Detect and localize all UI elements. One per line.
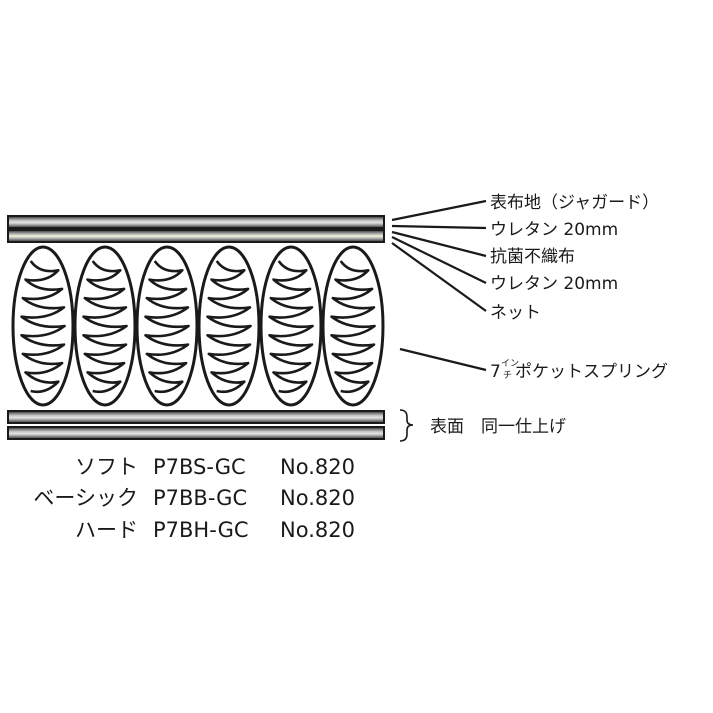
leader-line-net: [391, 242, 487, 312]
leader-line-urethane-1: [391, 224, 487, 230]
pocket-spring: [259, 245, 323, 407]
spring-coil: [144, 260, 190, 394]
leader-line-spring: [399, 347, 487, 372]
pocket-spring: [73, 245, 137, 407]
model-code: P7BH-GC: [153, 518, 249, 542]
pocket-spring: [11, 245, 75, 407]
pocket-spring: [135, 245, 199, 407]
pocket-spring: [197, 245, 261, 407]
model-name: ハード: [75, 518, 138, 542]
pocket-spring: [321, 245, 385, 407]
label-surface-finish: 表面 同一仕上げ: [430, 417, 566, 437]
spring-label-rest: ポケットスプリング: [515, 362, 668, 382]
bottom-panel-upper: [7, 410, 385, 424]
model-number: No.820: [280, 518, 355, 542]
model-name: ベーシック: [33, 486, 138, 510]
bottom-layer-stack: [7, 410, 385, 440]
spring-label-small-top: イン: [501, 359, 519, 369]
model-list: ソフト P7BS-GC No.820 ベーシック P7BB-GC No.820 …: [33, 455, 355, 542]
model-code: P7BB-GC: [153, 486, 247, 510]
model-code: P7BS-GC: [153, 455, 246, 479]
model-number: No.820: [280, 455, 355, 479]
label-urethane-2: ウレタン 20mm: [490, 274, 618, 294]
model-number: No.820: [280, 486, 355, 510]
model-row: ソフト P7BS-GC No.820: [75, 455, 355, 479]
spring-label-lead: 7: [490, 362, 501, 382]
label-net: ネット: [490, 303, 541, 323]
model-row: ハード P7BH-GC No.820: [75, 518, 355, 542]
pocket-spring-row: [11, 245, 385, 407]
label-nonwoven: 抗菌不織布: [490, 247, 575, 267]
spring-coil: [206, 260, 252, 394]
label-urethane-1: ウレタン 20mm: [490, 220, 618, 240]
spring-label-small-bottom: チ: [503, 370, 512, 381]
leader-line-nonwoven: [391, 230, 487, 258]
model-name: ソフト: [75, 455, 138, 479]
leader-lines: [391, 199, 487, 372]
top-layer-stack: [7, 215, 385, 243]
model-row: ベーシック P7BB-GC No.820: [33, 486, 355, 510]
layer-labels: 表布地（ジャガード） ウレタン 20mm 抗菌不織布 ウレタン 20mm ネット: [490, 193, 659, 323]
bottom-panel-lower: [7, 426, 385, 440]
spring-coil: [20, 260, 66, 394]
top-fabric-panel: [7, 215, 385, 229]
label-fabric: 表布地（ジャガード）: [490, 193, 659, 213]
spring-coil: [330, 260, 376, 394]
leader-line-fabric: [391, 199, 487, 222]
leader-line-urethane-2: [391, 236, 487, 284]
spring-coil: [82, 260, 128, 394]
brace-icon: [399, 409, 414, 442]
spring-coil: [268, 260, 314, 394]
spring-label: 7 イン チ ポケットスプリング: [490, 359, 668, 382]
